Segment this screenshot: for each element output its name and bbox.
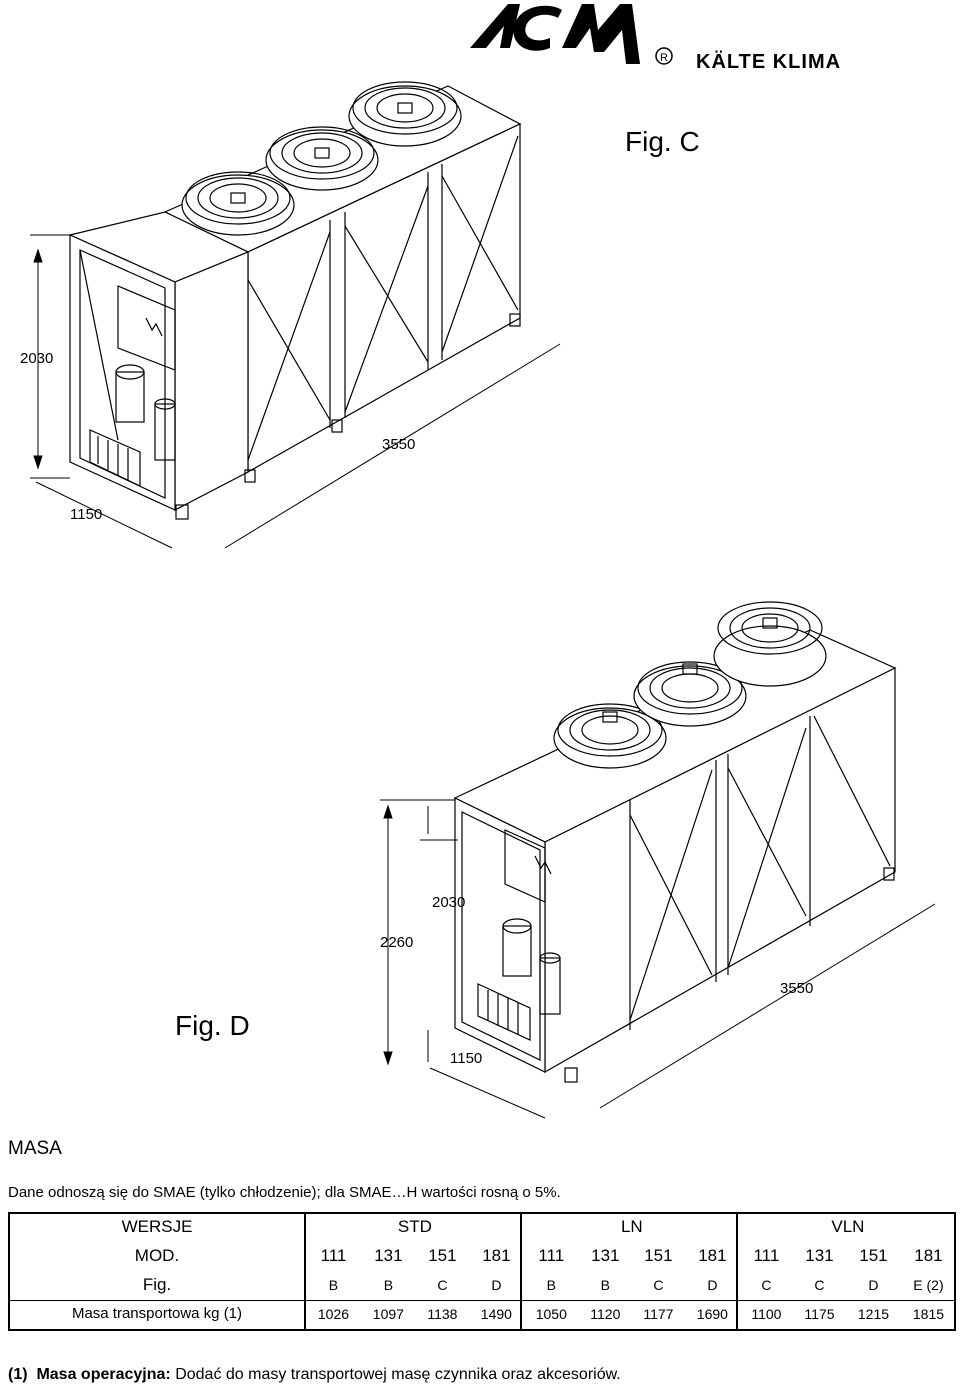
mod-cell: 131: [805, 1245, 834, 1265]
fig-cell: D: [491, 1276, 502, 1293]
footnote-text: Dodać do masy transportowej masę czynnik…: [175, 1366, 621, 1383]
mod-cell: 111: [538, 1245, 565, 1265]
fig-label: Fig.: [142, 1274, 172, 1294]
mass-cell: 1097: [372, 1305, 404, 1322]
version-ln: LN: [620, 1216, 643, 1236]
fig-c-width-dimension: 1150: [70, 506, 103, 523]
table-row-versions: WERSJE STD LN VLN: [8, 1212, 956, 1241]
fig-cell: D: [707, 1276, 718, 1293]
fig-d-total-height-dimension: 2260: [380, 934, 414, 951]
footnote-title: Masa operacyjna:: [36, 1366, 171, 1383]
mass-cell: 1100: [751, 1305, 782, 1322]
fig-cell: B: [600, 1276, 610, 1293]
mod-cell: 181: [698, 1245, 727, 1265]
svg-text:R: R: [660, 52, 668, 64]
mod-cell: 181: [914, 1245, 943, 1265]
table-row-mass: Masa transportowa kg (1) 1026 1097 1138 …: [8, 1299, 956, 1328]
fig-cell: E (2): [913, 1276, 944, 1293]
fig-cell: C: [653, 1276, 664, 1293]
fig-c-length-dimension: 3550: [382, 436, 416, 453]
mass-cell: 1215: [857, 1305, 890, 1322]
mod-cell: 151: [644, 1245, 673, 1265]
fig-d-unit-drawing: [453, 601, 897, 1083]
footnote: (1) Masa operacyjna: Dodać do masy trans…: [8, 1366, 621, 1384]
mass-cell: 1490: [480, 1305, 512, 1322]
mass-cell: 1138: [427, 1305, 458, 1322]
fig-c-dimensions: [30, 234, 561, 549]
fig-c-height-dimension: 2030: [20, 350, 54, 367]
mod-cell: 111: [320, 1245, 347, 1265]
table-divider: [736, 1212, 738, 1331]
fig-cell: B: [328, 1276, 339, 1293]
fig-d-height-dimension: 2030: [432, 894, 466, 911]
footnote-marker: (1): [8, 1366, 28, 1383]
table-divider: [304, 1212, 306, 1331]
versions-label: WERSJE: [121, 1216, 193, 1236]
table-row-mod: MOD. 111 131 151 181 111 131 151 181 111…: [8, 1241, 956, 1270]
fig-cell: B: [383, 1276, 394, 1293]
fig-d-label: Fig. D: [175, 1010, 250, 1041]
fig-cell: C: [437, 1276, 448, 1293]
mass-cell: 1026: [317, 1305, 350, 1322]
mass-label: Masa transportowa kg (1): [71, 1305, 243, 1322]
fig-cell: C: [761, 1276, 772, 1293]
mass-cell: 1175: [804, 1305, 835, 1322]
acm-logo: R KÄLTE KLIMA: [470, 4, 841, 73]
mass-cell: 1120: [590, 1305, 621, 1322]
mass-cell: 1690: [696, 1305, 728, 1322]
mod-cell: 151: [428, 1245, 457, 1265]
mod-cell: 181: [482, 1245, 511, 1265]
masa-intro-text: Dane odnoszą się do SMAE (tylko chłodzen…: [8, 1184, 561, 1201]
fig-c-unit-drawing: [68, 81, 522, 520]
mod-cell: 111: [753, 1245, 780, 1265]
table-divider: [8, 1300, 956, 1301]
mass-cell: 1815: [912, 1305, 945, 1322]
svg-text:KÄLTE KLIMA: KÄLTE KLIMA: [696, 50, 841, 73]
mod-cell: 131: [591, 1245, 620, 1265]
fig-d-dimensions: [380, 799, 936, 1119]
mass-table: WERSJE STD LN VLN MOD. 111 131 151 181 1…: [8, 1212, 956, 1328]
mass-cell: 1050: [535, 1305, 567, 1322]
table-divider: [520, 1212, 522, 1331]
unit-drawings: [30, 81, 936, 1119]
version-std: STD: [397, 1216, 432, 1236]
mass-cell: 1177: [643, 1305, 674, 1322]
mod-label: MOD.: [134, 1245, 180, 1265]
fig-d-length-dimension: 3550: [780, 980, 814, 997]
table-row-fig: Fig. B B C D B B C D C C D E (2): [8, 1270, 956, 1299]
version-vln: VLN: [831, 1216, 865, 1236]
fig-c-label: Fig. C: [625, 126, 700, 157]
fig-cell: D: [868, 1276, 879, 1293]
mod-cell: 151: [859, 1245, 888, 1265]
fig-cell: B: [546, 1276, 556, 1293]
mod-cell: 131: [374, 1245, 403, 1265]
fig-d-width-dimension: 1150: [450, 1050, 483, 1067]
fig-cell: C: [814, 1276, 825, 1293]
masa-heading: MASA: [8, 1138, 62, 1159]
